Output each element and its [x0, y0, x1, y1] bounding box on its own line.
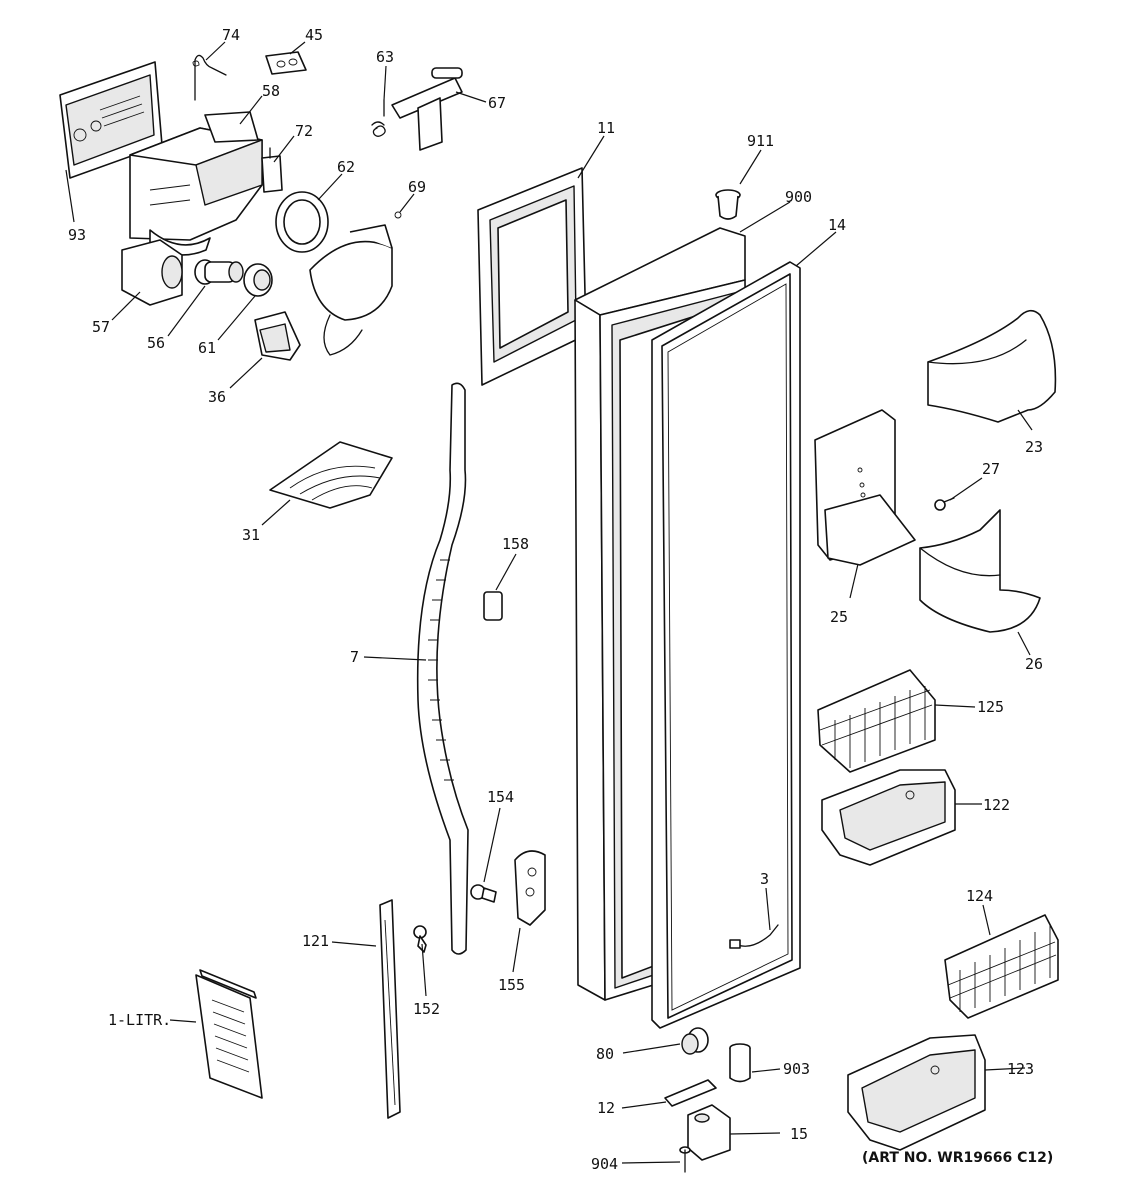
- part-155-hinge: [514, 850, 546, 926]
- callout-31: 31: [242, 526, 260, 544]
- callout-125: 125: [977, 698, 1004, 716]
- callout-61: 61: [198, 339, 216, 357]
- callout-154: 154: [487, 788, 514, 806]
- callout-15: 15: [790, 1125, 808, 1143]
- callout-904: 904: [591, 1155, 618, 1173]
- callout-62: 62: [337, 158, 355, 176]
- callout-labels: 74 45 63 58 67 72 62 11 911 69 900 93 14…: [68, 26, 1053, 1173]
- callout-14: 14: [828, 216, 846, 234]
- part-80-plug: [681, 1027, 709, 1055]
- part-67-hinge-bracket: [391, 67, 463, 151]
- callout-80: 80: [596, 1045, 614, 1063]
- part-125-wire-basket: [817, 669, 936, 773]
- part-93-control-panel: [59, 61, 163, 179]
- part-158-cap: [483, 591, 503, 621]
- callout-27: 27: [982, 460, 1000, 478]
- part-31-grille: [269, 441, 393, 509]
- callout-900: 900: [785, 188, 812, 206]
- part-58-dispenser-housing: [129, 111, 263, 256]
- part-903-bushing: [729, 1043, 751, 1083]
- part-15-hinge: [687, 1104, 731, 1161]
- part-911-grommet: [715, 189, 741, 220]
- callout-63: 63: [376, 48, 394, 66]
- part-7-handle: [416, 382, 469, 955]
- part-74-spring: [192, 54, 227, 101]
- part-122-bin: [821, 769, 956, 866]
- callout-124: 124: [966, 887, 993, 905]
- part-63-spring: [371, 99, 386, 137]
- callout-155: 155: [498, 976, 525, 994]
- part-26-bin: [919, 509, 1041, 633]
- callout-72: 72: [295, 122, 313, 140]
- callout-25: 25: [830, 608, 848, 626]
- part-62-ring: [275, 191, 329, 253]
- callout-57: 57: [92, 318, 110, 336]
- part-154-screw: [470, 884, 497, 903]
- part-124-wire-basket: [944, 914, 1059, 1019]
- callout-93: 93: [68, 226, 86, 244]
- part-69-auger-housing: [309, 211, 402, 356]
- part-56-coupling: [194, 259, 244, 285]
- callout-123: 123: [1007, 1060, 1034, 1078]
- part-27-screw: [934, 497, 955, 511]
- callout-1-litr: 1-LITR.: [108, 1011, 171, 1029]
- callout-152: 152: [413, 1000, 440, 1018]
- part-36-bracket: [254, 311, 301, 361]
- part-904-screw: [679, 1146, 691, 1173]
- callout-903: 903: [783, 1060, 810, 1078]
- callout-56: 56: [147, 334, 165, 352]
- callout-23: 23: [1025, 438, 1043, 456]
- callout-121: 121: [302, 932, 329, 950]
- part-72-switch: [261, 147, 283, 193]
- callout-122: 122: [983, 796, 1010, 814]
- callout-58: 58: [262, 82, 280, 100]
- part-12-bracket: [664, 1079, 717, 1107]
- callout-3: 3: [760, 870, 769, 888]
- part-23-bin: [927, 309, 1057, 423]
- callout-26: 26: [1025, 655, 1043, 673]
- callout-36: 36: [208, 388, 226, 406]
- callout-11: 11: [597, 119, 615, 137]
- part-123-bin: [847, 1034, 986, 1151]
- callout-12: 12: [597, 1099, 615, 1117]
- part-14-gasket: [651, 261, 801, 1029]
- callout-158: 158: [502, 535, 529, 553]
- part-11-dispenser-frame: [477, 167, 587, 386]
- art-number: (ART NO. WR19666 C12): [862, 1150, 1053, 1166]
- part-3-wire: [729, 924, 779, 949]
- callout-45: 45: [305, 26, 323, 44]
- callout-911: 911: [747, 132, 774, 150]
- leader-lines: [65, 41, 1033, 1164]
- part-152-screw: [413, 925, 427, 953]
- part-57-motor: [121, 239, 183, 306]
- part-25-bin-bracket: [814, 409, 916, 566]
- callout-74: 74: [222, 26, 240, 44]
- part-61-drive: [243, 263, 273, 297]
- part-45-bracket: [265, 51, 307, 75]
- callout-69: 69: [408, 178, 426, 196]
- part-1-literature: [195, 969, 263, 1099]
- callout-67: 67: [488, 94, 506, 112]
- callout-7: 7: [350, 648, 359, 666]
- part-121-trim-strip: [379, 899, 401, 1119]
